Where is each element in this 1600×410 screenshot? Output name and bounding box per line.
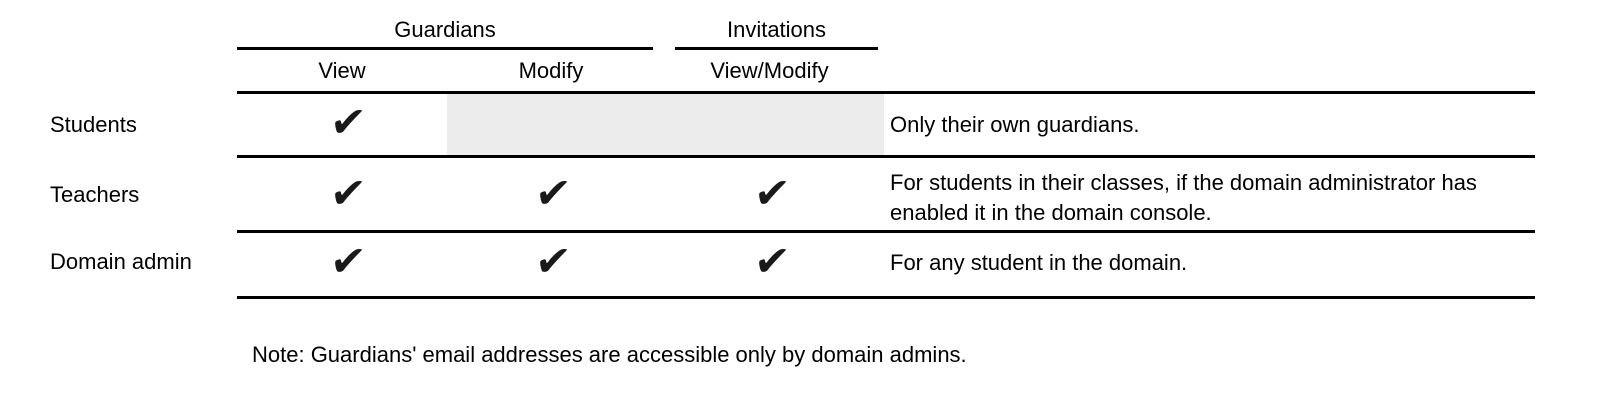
guardians-underline (237, 47, 653, 50)
row-description: Only their own guardians. (890, 112, 1140, 137)
check-icon: ✔ (327, 236, 369, 286)
header-divider (237, 91, 1535, 94)
group-header-guardians: Guardians (394, 17, 496, 42)
footnote: Note: Guardians' email addresses are acc… (252, 342, 967, 367)
column-header-modify: Modify (518, 58, 584, 83)
row-description: For students in their classes, if the do… (890, 170, 1477, 225)
row-description: For any student in the domain. (890, 250, 1188, 275)
row-label-teachers: Teachers (50, 182, 140, 207)
check-icon: ✔ (532, 168, 574, 218)
check-icon: ✔ (751, 168, 793, 218)
disabled-cell-region (447, 94, 884, 155)
column-header-view-modify: View/Modify (710, 58, 829, 83)
group-header-invitations: Invitations (726, 17, 827, 42)
row-label-domain-admin: Domain admin (50, 249, 192, 274)
column-header-view: View (318, 58, 366, 83)
check-icon: ✔ (327, 168, 369, 218)
row-divider (237, 155, 1535, 158)
check-icon: ✔ (751, 236, 793, 286)
table-bottom-border (237, 296, 1535, 299)
row-label-students: Students (50, 112, 137, 137)
check-icon: ✔ (327, 97, 369, 147)
check-icon: ✔ (532, 236, 574, 286)
invitations-underline (675, 47, 878, 50)
row-divider (237, 230, 1535, 233)
